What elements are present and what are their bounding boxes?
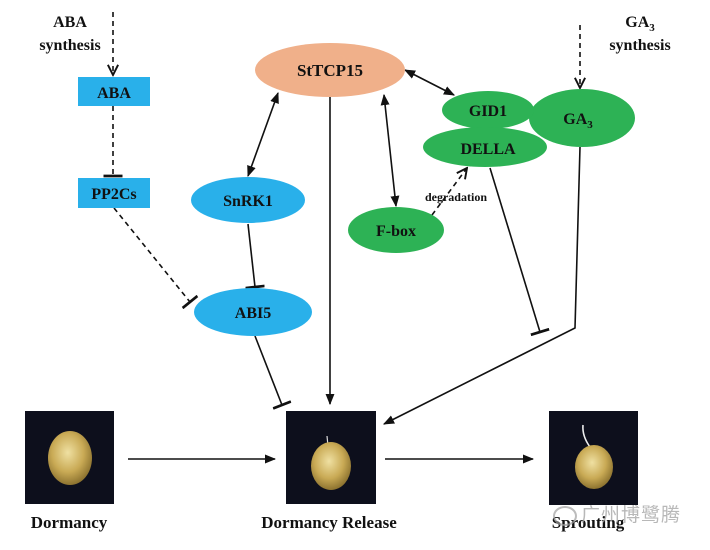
node-snrk1: SnRK1 xyxy=(191,177,305,223)
node-della: DELLA xyxy=(423,127,547,167)
edge-ga3-to-release xyxy=(382,146,581,425)
edge-sttcp15-snrk1 xyxy=(247,91,279,178)
edge-fbox-degrades-della xyxy=(431,168,467,216)
svg-text:PP2Cs: PP2Cs xyxy=(91,186,136,203)
photo-dormancy xyxy=(25,411,114,504)
ga3-synthesis-label: GA3 xyxy=(625,14,655,34)
edge-abi5-inhibits-release xyxy=(254,335,292,410)
aba-synthesis-label: ABA xyxy=(53,14,87,31)
wechat-icon xyxy=(553,505,577,526)
node-ga3: GA3 xyxy=(529,89,635,147)
degradation-label: degradation xyxy=(425,190,487,204)
edge-sttcp15-gid1 xyxy=(404,69,455,96)
svg-text:GID1: GID1 xyxy=(469,103,507,120)
node-fbox: F-box xyxy=(348,207,444,253)
edge-sttcp15-fbox xyxy=(380,93,400,208)
watermark-text: 广州博鹭腾 xyxy=(581,504,682,526)
svg-text:GA3: GA3 xyxy=(563,111,593,131)
svg-text:SnRK1: SnRK1 xyxy=(223,193,273,210)
svg-text:F-box: F-box xyxy=(376,223,416,240)
node-sttcp15: StTCP15 xyxy=(255,43,405,97)
node-gid1: GID1 xyxy=(442,91,534,129)
stage-label-dormancy-release: Dormancy Release xyxy=(261,513,397,532)
node-aba: ABA xyxy=(78,77,150,106)
edges xyxy=(103,12,581,464)
edge-della-inhibits-release xyxy=(489,167,550,337)
svg-text:ABA: ABA xyxy=(97,85,131,102)
svg-text:StTCP15: StTCP15 xyxy=(297,61,363,80)
edge-pp2cs-inhibits-abi5 xyxy=(113,207,199,310)
stage-label-dormancy: Dormancy xyxy=(31,513,108,532)
aba-synthesis-label-line2: synthesis xyxy=(39,37,100,54)
node-pp2cs: PP2Cs xyxy=(78,178,150,208)
svg-text:DELLA: DELLA xyxy=(460,141,516,158)
svg-text:ABI5: ABI5 xyxy=(235,305,271,322)
photo-dormancy-release xyxy=(286,411,376,504)
edge-snrk1-inhibits-abi5 xyxy=(245,223,265,290)
ga3-synthesis-label-line2: synthesis xyxy=(609,37,670,54)
watermark: 广州博鹭腾 xyxy=(553,500,681,527)
photo-sprouting xyxy=(549,411,638,505)
node-abi5: ABI5 xyxy=(194,288,312,336)
